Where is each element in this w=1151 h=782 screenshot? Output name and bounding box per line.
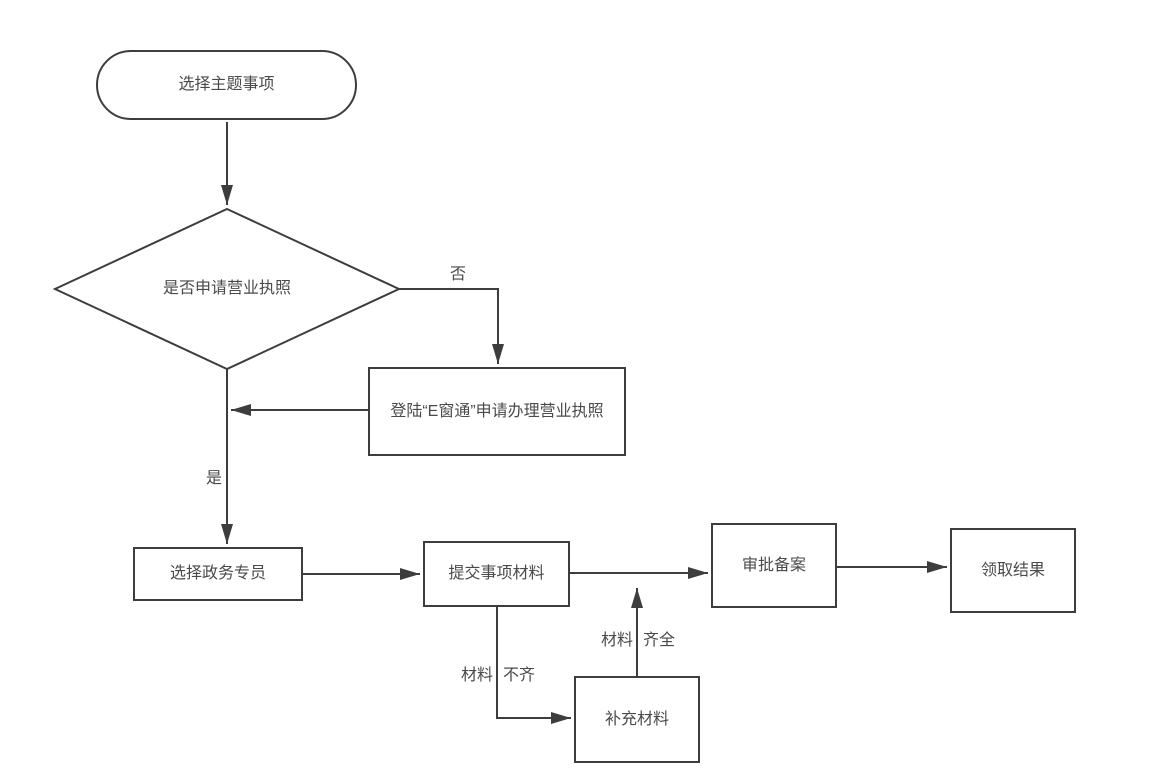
node-supplement-label: 补充材料 — [604, 710, 669, 728]
node-approval-label: 审批备案 — [741, 556, 806, 574]
node-ewindow: 登陆“E窗通”申请办理营业执照 — [368, 367, 626, 456]
node-decision-label: 是否申请营业执照 — [162, 280, 291, 297]
edge-submit-to-supplement — [496, 607, 571, 724]
node-start-label: 选择主题事项 — [178, 76, 275, 93]
node-result-label: 领取结果 — [980, 561, 1045, 579]
node-submit: 提交事项材料 — [423, 541, 570, 607]
edge-label-materials-complete-1: 材料 — [600, 632, 633, 649]
node-decision: 是否申请营业执照 — [107, 277, 347, 301]
node-submit-label: 提交事项材料 — [448, 565, 545, 582]
edge-label-yes: 是 — [205, 470, 222, 487]
node-ewindow-label: 登陆“E窗通”申请办理营业执照 — [390, 402, 604, 420]
node-specialist-label: 选择政务专员 — [169, 565, 266, 582]
node-result: 领取结果 — [950, 528, 1076, 613]
edge-decision-to-ewindow — [399, 288, 504, 364]
edge-label-materials-incomplete-2: 不齐 — [503, 667, 536, 684]
node-start: 选择主题事项 — [96, 50, 357, 120]
edge-label-materials-complete-2: 齐全 — [643, 632, 676, 649]
node-specialist: 选择政务专员 — [133, 547, 303, 601]
edge-label-materials-incomplete-1: 材料 — [460, 667, 493, 684]
node-supplement: 补充材料 — [574, 676, 700, 763]
node-approval: 审批备案 — [711, 523, 837, 608]
edge-label-no: 否 — [449, 266, 466, 283]
